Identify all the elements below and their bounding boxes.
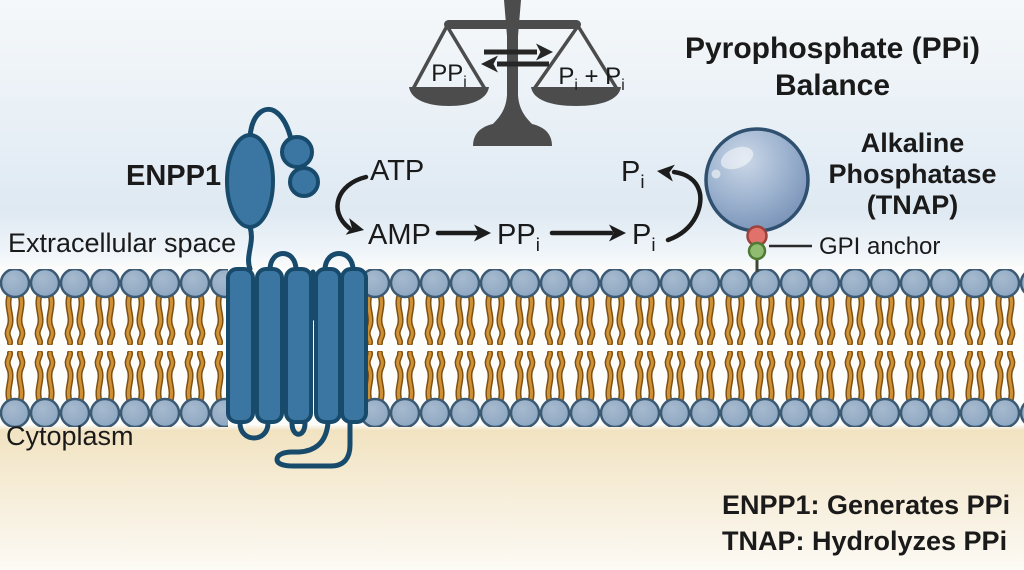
enpp1-bottom-loop-1 <box>237 420 271 441</box>
scale-pole-flare <box>492 88 533 125</box>
extracellular-label: Extracellular space <box>8 228 237 258</box>
scale-left-bowl <box>409 87 489 106</box>
enpp1-protein-graphic <box>225 106 368 469</box>
enpp1-helix <box>314 267 342 424</box>
scale-left-pan-label: PPi <box>431 60 467 91</box>
legend: ENPP1: Generates PPi TNAP: Hydrolyzes PP… <box>722 487 1010 559</box>
gpi-bead-green <box>747 241 767 261</box>
tnap-label-line3: (TNAP) <box>866 190 959 220</box>
scale-right-strings <box>532 24 619 91</box>
legend-enpp1-line: ENPP1: Generates PPi <box>722 490 1011 520</box>
diagram-title-line1: Pyrophosphate (PPi) <box>684 32 981 65</box>
arrow-pi-release <box>665 169 703 243</box>
scale-beam <box>444 20 581 29</box>
diagram-title: Pyrophosphate (PPi) Balance <box>640 30 1024 104</box>
pi-label-upper: Pi <box>621 156 645 192</box>
scale-base <box>473 122 552 146</box>
legend-tnap-line: TNAP: Hydrolyzes PPi <box>722 526 1008 556</box>
ppi-label: PPi <box>497 219 540 255</box>
scale-left-strings <box>411 25 487 90</box>
enpp1-cytoplasmic-tail <box>274 420 353 469</box>
balance-scale-graphic <box>409 0 621 146</box>
tnap-sphere <box>704 127 810 233</box>
enpp1-bottom-loop-2 <box>289 420 308 437</box>
tnap-label-line2: Phosphatase <box>828 159 997 189</box>
amp-label: AMP <box>368 219 431 251</box>
enpp1-top-loop-1 <box>267 251 299 273</box>
enpp1-helix <box>226 267 255 424</box>
enpp1-small-domain-1 <box>280 135 314 169</box>
atp-label: ATP <box>370 155 425 187</box>
tnap-sphere-glint <box>711 169 721 179</box>
cytoplasm-label: Cytoplasm <box>6 421 134 451</box>
scale-pole <box>507 28 518 94</box>
scale-right-pan-label: Pi + Pi <box>558 63 625 94</box>
tnap-enzyme-graphic <box>704 127 812 272</box>
enpp1-helix <box>340 267 368 424</box>
enpp1-ecto-loop <box>247 106 294 142</box>
arrow-atp-to-amp <box>335 174 369 231</box>
tnap-label: Alkaline Phosphatase (TNAP) <box>820 128 1005 221</box>
pi-label-lower: Pi <box>632 219 656 255</box>
enpp1-label: ENPP1 <box>126 160 222 192</box>
diagram-title-line2: Balance <box>774 69 891 102</box>
equilibrium-arrows-icon <box>481 43 553 73</box>
gpi-anchor-label: GPI anchor <box>819 233 941 260</box>
tnap-label-line1: Alkaline <box>860 128 965 158</box>
enpp1-top-loop-2 <box>322 251 356 273</box>
enpp1-small-domain-2 <box>288 166 320 198</box>
enpp1-ecto-domain <box>225 133 275 229</box>
enpp1-helix <box>284 267 313 424</box>
enpp1-linker <box>246 224 254 272</box>
tnap-sphere-highlight <box>720 146 754 170</box>
scale-right-bowl <box>531 87 621 106</box>
lipid-bilayer-graphic <box>0 269 1024 427</box>
enpp1-helix <box>255 267 284 424</box>
